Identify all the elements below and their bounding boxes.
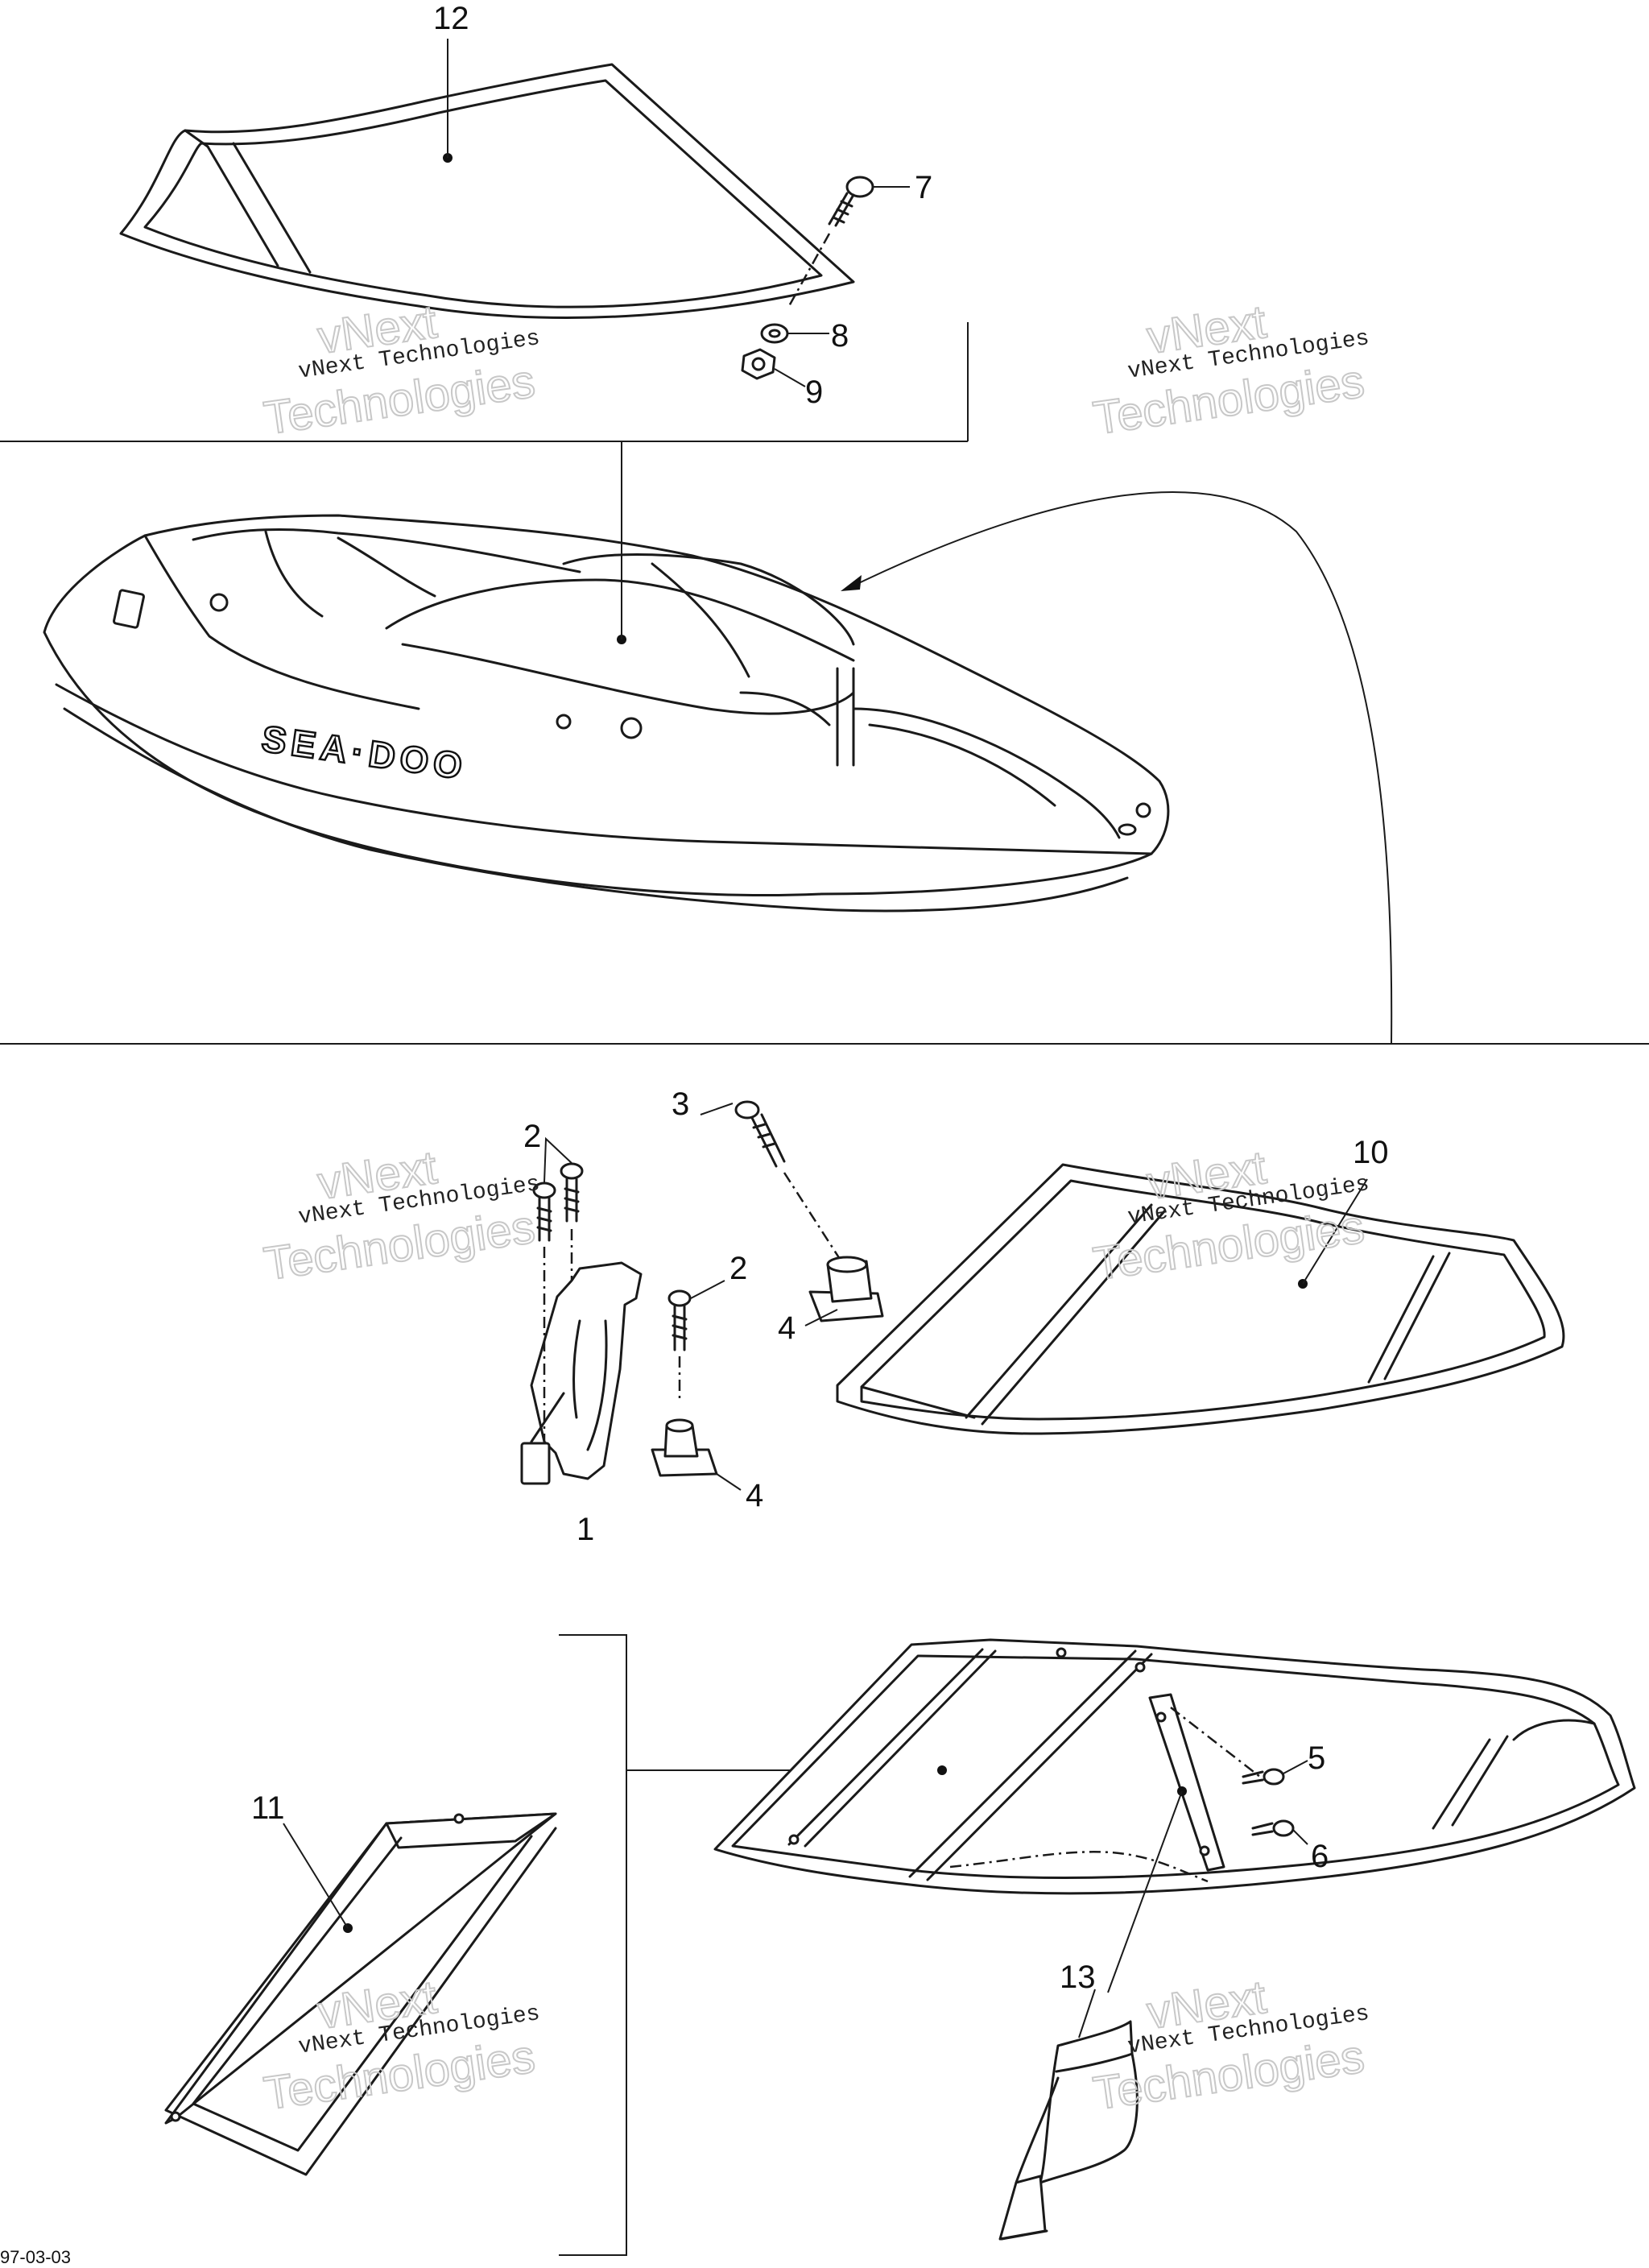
callout-10: 10 — [1353, 1135, 1389, 1170]
screw-part-2-a — [532, 1182, 556, 1242]
callout-arrow — [845, 491, 1393, 1045]
screw-part-5 — [1242, 1768, 1285, 1786]
screw-part-6 — [1251, 1819, 1295, 1837]
bracket-bottom — [559, 1634, 627, 2256]
boat-illustration: SEA·DOO — [43, 514, 1170, 913]
callout-7: 7 — [915, 170, 932, 205]
bracket-part-1 — [520, 1261, 643, 1485]
callout-4-upper: 4 — [778, 1310, 796, 1346]
figure-code: 22J0297-03-03 — [0, 2247, 71, 2267]
callout-12: 12 — [433, 1, 469, 36]
screw-part-2-c — [667, 1289, 692, 1351]
callout-2-right: 2 — [729, 1251, 747, 1286]
screw-part-7 — [828, 176, 874, 227]
screw-part-2-b — [560, 1162, 584, 1223]
windshield-part-10 — [836, 1163, 1565, 1435]
mount-part-4-lower — [651, 1418, 718, 1477]
watermark-2: vNext vNext Technologies Technologies — [1089, 295, 1371, 445]
washer-part-8 — [760, 323, 789, 344]
callout-3: 3 — [672, 1086, 689, 1122]
callout-4-lower: 4 — [746, 1478, 763, 1513]
callout-8: 8 — [831, 318, 849, 354]
frame-part-11 — [164, 1812, 557, 2176]
bag-part-13 — [998, 2020, 1139, 2241]
callout-2-left: 2 — [523, 1119, 541, 1154]
windshield-part-12 — [119, 63, 855, 319]
callout-9: 9 — [805, 375, 823, 410]
callout-11: 11 — [251, 1790, 285, 1826]
mount-part-4-upper — [808, 1256, 884, 1322]
callout-6: 6 — [1311, 1839, 1329, 1874]
callout-1: 1 — [577, 1512, 594, 1547]
watermark-6: vNext vNext Technologies Technologies — [1089, 1970, 1371, 2121]
nut-part-9 — [741, 348, 776, 380]
callout-5: 5 — [1308, 1740, 1325, 1776]
watermark-1: vNext vNext Technologies Technologies — [260, 295, 542, 445]
watermark-3: vNext vNext Technologies Technologies — [260, 1140, 542, 1291]
screw-part-3 — [734, 1100, 786, 1168]
callout-13: 13 — [1060, 1960, 1096, 1995]
